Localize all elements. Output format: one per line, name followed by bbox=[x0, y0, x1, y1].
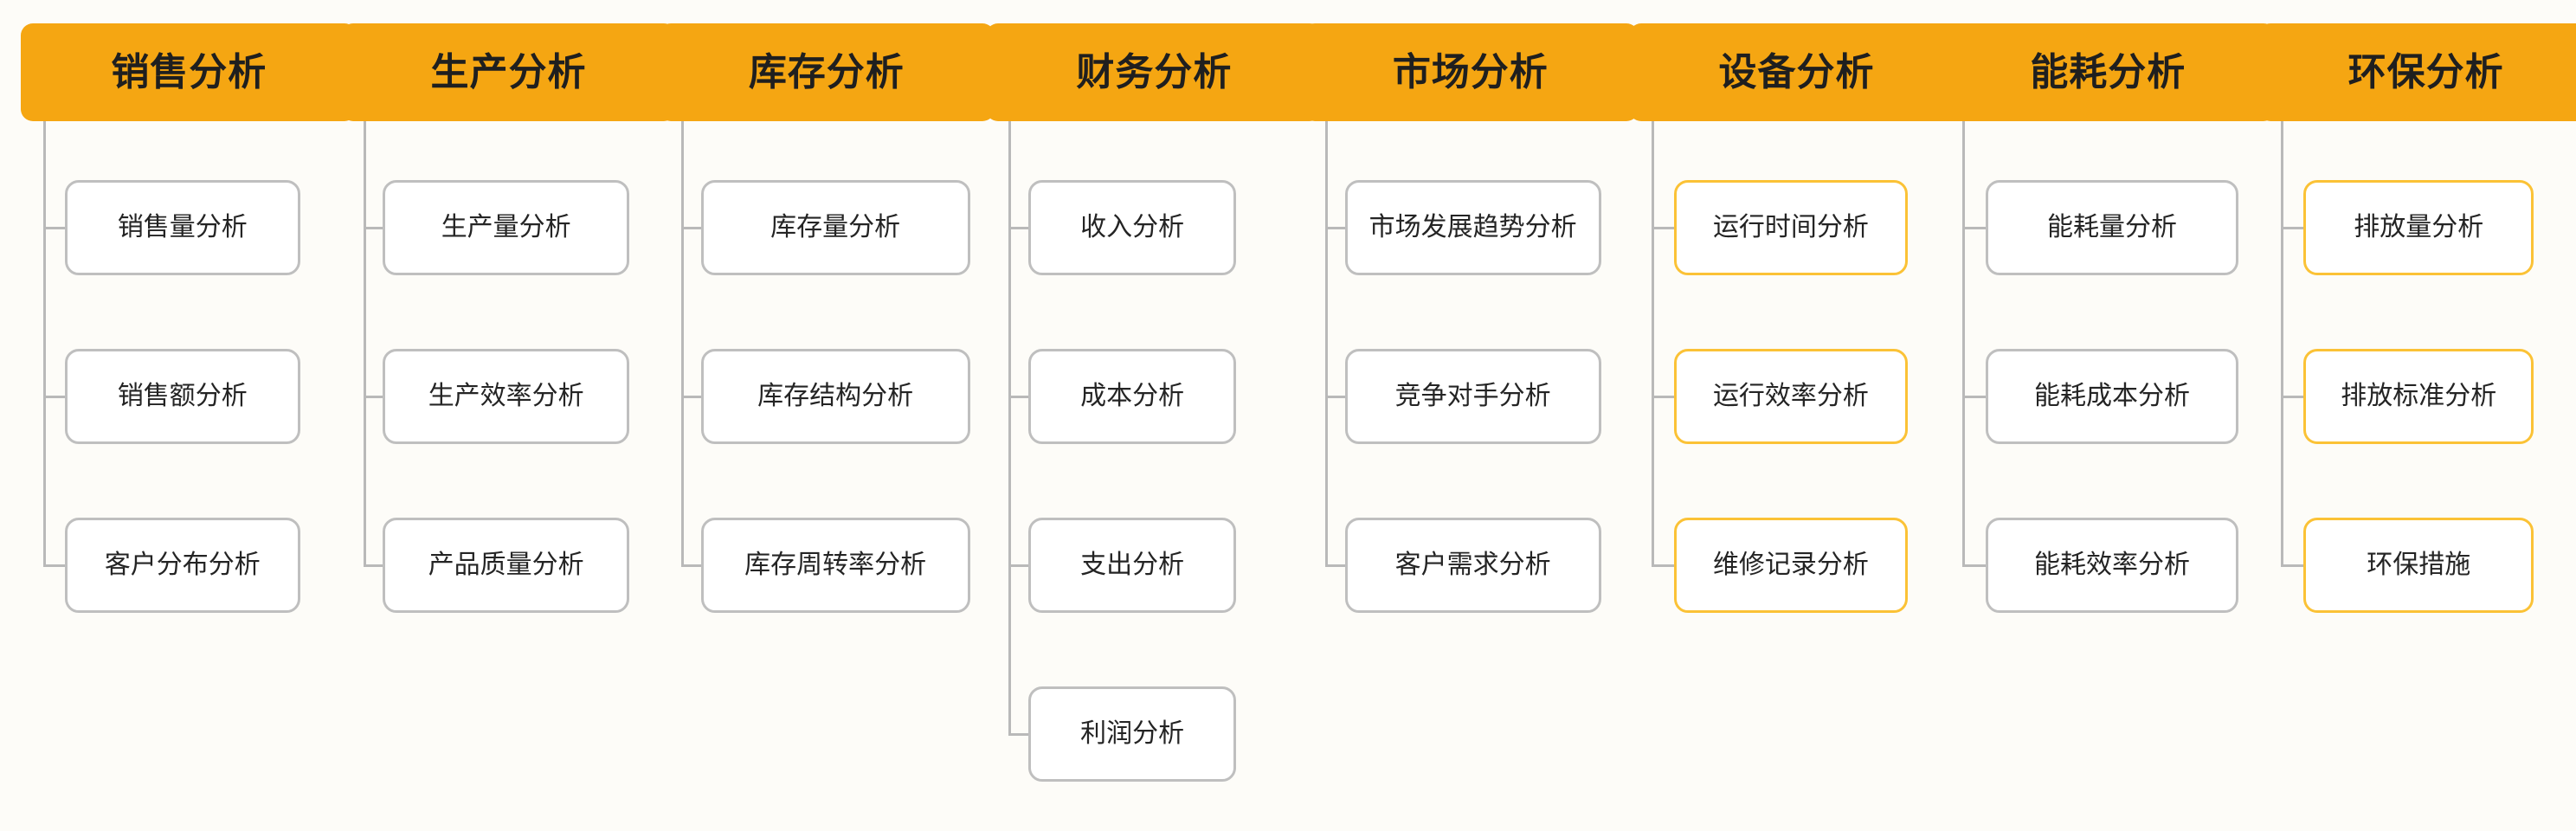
child-node-label: 维修记录分析 bbox=[1712, 550, 1869, 579]
child-node-label: 竞争对手分析 bbox=[1394, 381, 1551, 410]
root-node-energy[interactable]: 能耗分析 bbox=[1940, 23, 2277, 121]
root-node-label: 财务分析 bbox=[1076, 50, 1233, 93]
connector-stub bbox=[680, 564, 701, 567]
root-node-sales[interactable]: 销售分析 bbox=[21, 23, 357, 121]
connector-stub bbox=[1008, 227, 1029, 229]
connector-stub bbox=[1008, 564, 1029, 567]
connector-trunk bbox=[43, 121, 47, 565]
root-node-inventory[interactable]: 库存分析 bbox=[658, 23, 995, 121]
child-node-finance-3[interactable]: 利润分析 bbox=[1028, 686, 1237, 782]
child-node-finance-2[interactable]: 支出分析 bbox=[1028, 518, 1237, 613]
child-node-label: 能耗效率分析 bbox=[2034, 550, 2191, 579]
child-node-environment-2[interactable]: 环保措施 bbox=[2303, 518, 2534, 613]
connector-stub bbox=[1651, 227, 1675, 229]
root-node-environment[interactable]: 环保分析 bbox=[2257, 23, 2576, 121]
connector-stub bbox=[1962, 396, 1986, 398]
child-node-energy-0[interactable]: 能耗量分析 bbox=[1985, 180, 2239, 275]
child-node-market-1[interactable]: 竞争对手分析 bbox=[1344, 349, 1601, 444]
connector-stub bbox=[363, 396, 383, 398]
connector-stub bbox=[1008, 396, 1029, 398]
child-node-label: 生产效率分析 bbox=[428, 381, 584, 410]
root-node-label: 生产分析 bbox=[430, 50, 587, 93]
connector-stub bbox=[1324, 396, 1345, 398]
child-node-label: 排放标准分析 bbox=[2341, 381, 2497, 410]
connector-stub bbox=[1651, 564, 1675, 567]
child-node-sales-1[interactable]: 销售额分析 bbox=[64, 349, 300, 444]
child-node-production-1[interactable]: 生产效率分析 bbox=[383, 349, 630, 444]
connector-stub bbox=[1962, 227, 1986, 229]
child-node-label: 市场发展趋势分析 bbox=[1368, 212, 1577, 242]
connector-stub bbox=[363, 564, 383, 567]
root-node-label: 销售分析 bbox=[111, 50, 267, 93]
child-node-equipment-1[interactable]: 运行效率分析 bbox=[1674, 349, 1908, 444]
child-node-label: 库存结构分析 bbox=[757, 381, 914, 410]
connector-stub bbox=[363, 227, 383, 229]
child-node-label: 收入分析 bbox=[1080, 212, 1185, 242]
child-node-label: 运行时间分析 bbox=[1712, 212, 1869, 242]
root-node-production[interactable]: 生产分析 bbox=[340, 23, 677, 121]
connector-trunk bbox=[1008, 121, 1012, 734]
connector-stub bbox=[2280, 227, 2304, 229]
root-node-market[interactable]: 市场分析 bbox=[1302, 23, 1639, 121]
connector-trunk bbox=[2280, 121, 2283, 565]
child-node-equipment-2[interactable]: 维修记录分析 bbox=[1674, 518, 1908, 613]
connector-stub bbox=[1651, 396, 1675, 398]
connector-stub bbox=[1008, 733, 1029, 736]
connector-stub bbox=[680, 396, 701, 398]
child-node-environment-0[interactable]: 排放量分析 bbox=[2303, 180, 2534, 275]
connector-trunk bbox=[363, 121, 366, 565]
root-node-finance[interactable]: 财务分析 bbox=[986, 23, 1323, 121]
connector-stub bbox=[1324, 564, 1345, 567]
child-node-label: 排放量分析 bbox=[2354, 212, 2484, 242]
child-node-inventory-1[interactable]: 库存结构分析 bbox=[700, 349, 970, 444]
connector-stub bbox=[680, 227, 701, 229]
connector-trunk bbox=[680, 121, 684, 565]
root-node-label: 设备分析 bbox=[1718, 50, 1875, 93]
child-node-label: 利润分析 bbox=[1080, 718, 1185, 748]
child-node-label: 客户分布分析 bbox=[104, 550, 261, 579]
child-node-inventory-0[interactable]: 库存量分析 bbox=[700, 180, 970, 275]
child-node-label: 环保措施 bbox=[2367, 550, 2471, 579]
connector-stub bbox=[1962, 564, 1986, 567]
child-node-label: 客户需求分析 bbox=[1394, 550, 1551, 579]
child-node-finance-1[interactable]: 成本分析 bbox=[1028, 349, 1237, 444]
connector-trunk bbox=[1651, 121, 1654, 565]
root-node-label: 能耗分析 bbox=[2030, 50, 2186, 93]
root-node-label: 市场分析 bbox=[1392, 50, 1549, 93]
child-node-equipment-0[interactable]: 运行时间分析 bbox=[1674, 180, 1908, 275]
child-node-inventory-2[interactable]: 库存周转率分析 bbox=[700, 518, 970, 613]
child-node-energy-2[interactable]: 能耗效率分析 bbox=[1985, 518, 2239, 613]
child-node-label: 库存周转率分析 bbox=[744, 550, 927, 579]
child-node-sales-0[interactable]: 销售量分析 bbox=[64, 180, 300, 275]
child-node-label: 销售量分析 bbox=[117, 212, 248, 242]
root-node-equipment[interactable]: 设备分析 bbox=[1628, 23, 1965, 121]
child-node-environment-1[interactable]: 排放标准分析 bbox=[2303, 349, 2534, 444]
connector-stub bbox=[43, 564, 65, 567]
child-node-label: 能耗量分析 bbox=[2047, 212, 2178, 242]
connector-stub bbox=[43, 227, 65, 229]
child-node-label: 产品质量分析 bbox=[428, 550, 584, 579]
root-node-label: 库存分析 bbox=[748, 50, 905, 93]
child-node-production-0[interactable]: 生产量分析 bbox=[383, 180, 630, 275]
root-node-label: 环保分析 bbox=[2347, 50, 2504, 93]
child-node-energy-1[interactable]: 能耗成本分析 bbox=[1985, 349, 2239, 444]
connector-trunk bbox=[1324, 121, 1328, 565]
child-node-label: 能耗成本分析 bbox=[2034, 381, 2191, 410]
connector-stub bbox=[1324, 227, 1345, 229]
connector-trunk bbox=[1962, 121, 1966, 565]
child-node-label: 销售额分析 bbox=[117, 381, 248, 410]
child-node-label: 生产量分析 bbox=[441, 212, 571, 242]
connector-stub bbox=[2280, 564, 2304, 567]
child-node-market-0[interactable]: 市场发展趋势分析 bbox=[1344, 180, 1601, 275]
child-node-sales-2[interactable]: 客户分布分析 bbox=[64, 518, 300, 613]
child-node-label: 库存量分析 bbox=[770, 212, 901, 242]
child-node-finance-0[interactable]: 收入分析 bbox=[1028, 180, 1237, 275]
child-node-market-2[interactable]: 客户需求分析 bbox=[1344, 518, 1601, 613]
child-node-label: 支出分析 bbox=[1080, 550, 1185, 579]
connector-stub bbox=[43, 396, 65, 398]
child-node-label: 运行效率分析 bbox=[1712, 381, 1869, 410]
child-node-label: 成本分析 bbox=[1080, 381, 1185, 410]
connector-stub bbox=[2280, 396, 2304, 398]
child-node-production-2[interactable]: 产品质量分析 bbox=[383, 518, 630, 613]
